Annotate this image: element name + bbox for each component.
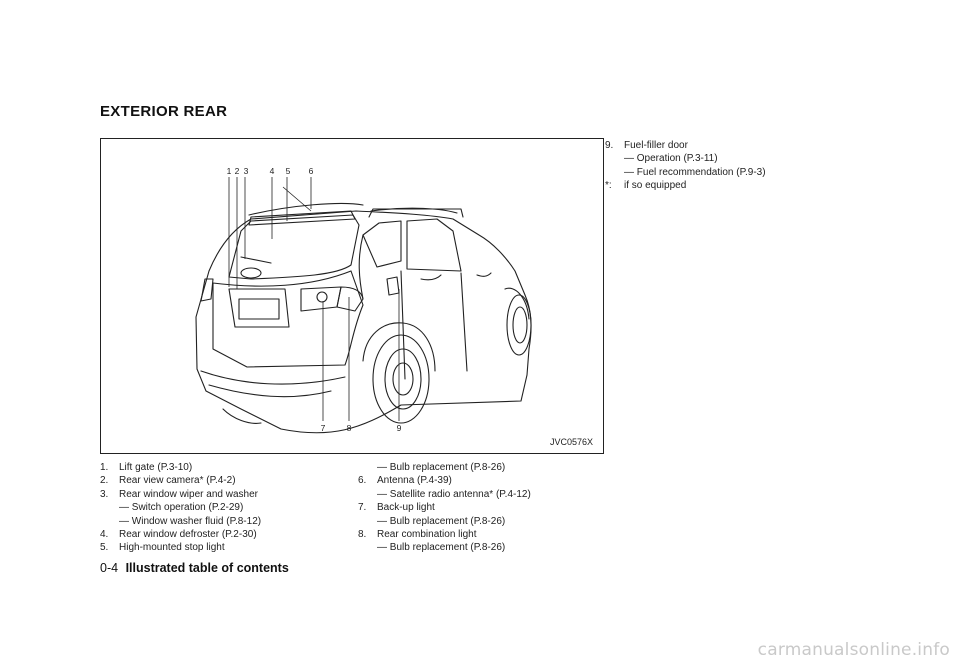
- list-item: 3. Rear window wiper and washer: [100, 488, 261, 501]
- list-sub-item: — Bulb replacement (P.8-26): [377, 462, 506, 473]
- list-item-text: Rear combination light: [377, 529, 477, 541]
- list-sub-item: — Operation (P.3-11): [624, 153, 718, 165]
- list-item-text: Lift gate (P.3-10): [119, 462, 193, 473]
- parts-list-column-1: 1. Lift gate (P.3-10) 2. Rear view camera* …: [100, 461, 261, 555]
- watermark: carmanualsonline.info: [757, 640, 950, 660]
- list-item: 4. Rear window defroster (P.2-30): [100, 528, 261, 541]
- list-sub-item: — Fuel recommendation (P.9-3): [624, 166, 766, 178]
- list-item: 1. Lift gate (P.3-10): [100, 461, 261, 474]
- list-sub-item: — Bulb replacement (P.8-26): [377, 542, 506, 554]
- callout-8: 8: [346, 423, 352, 433]
- list-item-number: 7.: [358, 502, 367, 514]
- list-item-text: if so equipped: [624, 180, 687, 192]
- list-sub-item: — Satellite radio antenna* (P.4-12): [377, 488, 531, 500]
- list-item-number: 1.: [100, 462, 109, 473]
- callout-4: 4: [269, 166, 275, 176]
- list-item: 6. Antenna (P.4-39): [358, 474, 531, 487]
- list-item: 2. Rear view camera* (P.4-2): [100, 474, 261, 487]
- parts-list-column-3: 9. Fuel-filler door — Operation (P.3-11)— …: [605, 139, 766, 193]
- callout-9: 9: [396, 423, 402, 433]
- list-item-text: Fuel-filler door: [624, 140, 688, 151]
- callout-2: 2: [234, 166, 240, 176]
- page-number: 0-4: [100, 561, 119, 575]
- list-item-number: 4.: [100, 529, 109, 541]
- list-item-number: *:: [605, 180, 612, 192]
- section-title: Illustrated table of contents: [125, 561, 289, 575]
- list-item-number: 5.: [100, 542, 109, 554]
- vehicle-illustration: 1 2 3 4 5 6 7 8 9 JVC0576X: [100, 138, 604, 454]
- list-item: 8. Rear combination light: [358, 528, 531, 541]
- callout-1: 1: [226, 166, 232, 176]
- list-item-number: 6.: [358, 475, 367, 487]
- parts-list-column-2: — Bulb replacement (P.8-26) 6. Antenna (P.…: [358, 461, 531, 555]
- list-item-text: Rear window wiper and washer: [119, 488, 258, 500]
- list-sub-item: — Bulb replacement (P.8-26): [377, 515, 506, 527]
- list-item-text: Antenna (P.4-39): [377, 475, 452, 487]
- list-item-number: 3.: [100, 488, 109, 500]
- list-item: 9. Fuel-filler door: [605, 139, 766, 152]
- callout-3: 3: [243, 166, 249, 176]
- list-item-text: Back-up light: [377, 502, 435, 514]
- list-item-text: High-mounted stop light: [119, 542, 225, 554]
- callout-5: 5: [285, 166, 291, 176]
- list-item-number: 2.: [100, 475, 109, 487]
- list-item-number: 9.: [605, 140, 614, 151]
- list-item: 5. High-mounted stop light: [100, 541, 261, 554]
- list-item-text: Rear window defroster (P.2-30): [119, 529, 257, 541]
- list-item-text: Rear view camera* (P.4-2): [119, 475, 236, 487]
- callout-6: 6: [308, 166, 314, 176]
- page-footer: 0-4 Illustrated table of contents: [100, 561, 289, 575]
- car-rear-drawing: [195, 177, 532, 434]
- list-sub-item: — Window washer fluid (P.8-12): [119, 515, 262, 527]
- list-sub-item: — Switch operation (P.2-29): [119, 502, 244, 514]
- figure-code: JVC0576X: [549, 437, 593, 447]
- list-item: 7. Back-up light: [358, 501, 531, 514]
- list-item-number: 8.: [358, 529, 367, 541]
- callout-7: 7: [320, 423, 326, 433]
- page-title: EXTERIOR REAR: [100, 103, 228, 120]
- list-item: *: if so equipped: [605, 179, 766, 192]
